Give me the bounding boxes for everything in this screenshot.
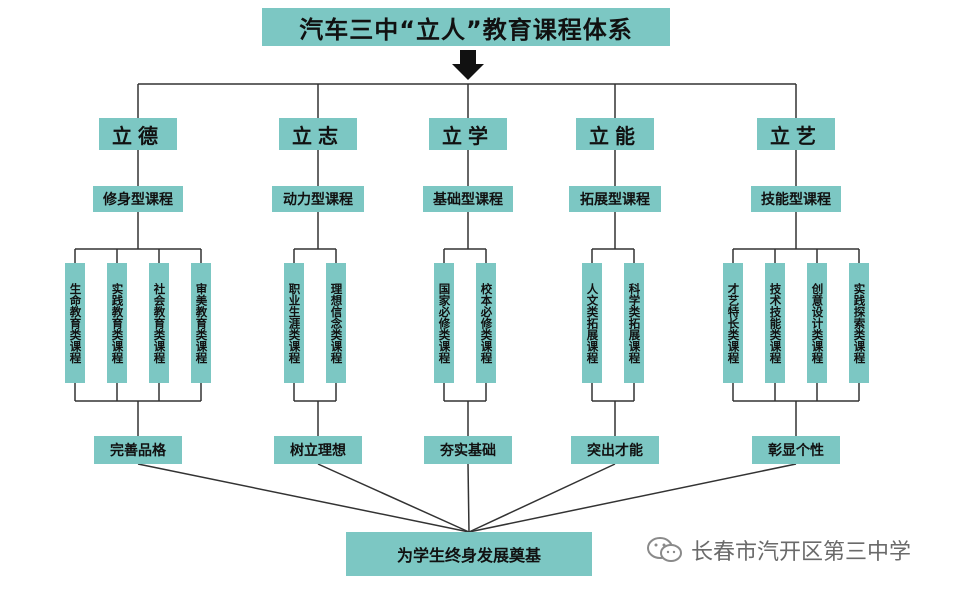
bottom-goal-box: 为学生终身发展奠基: [346, 532, 592, 576]
pillar-box: 立志: [279, 118, 357, 150]
pillar-box: 立德: [99, 118, 177, 150]
course-type-box: 基础型课程: [423, 186, 513, 212]
course-box: 才艺特长类课程: [723, 263, 743, 383]
course-box: 生命教育类课程: [65, 263, 85, 383]
goal-box: 突出才能: [571, 436, 659, 464]
watermark-text: 长春市汽开区第三中学: [691, 540, 912, 565]
goal-convergence-line: [468, 463, 797, 533]
pillar-box: 立学: [429, 118, 507, 150]
course-box: 审美教育类课程: [191, 263, 211, 383]
wechat-icon: [647, 537, 682, 562]
course-box: 人文类拓展课程: [582, 263, 602, 383]
course-type-box: 动力型课程: [272, 186, 364, 212]
pillar-box: 立艺: [757, 118, 835, 150]
down-arrow-icon: [452, 50, 484, 80]
pillar-box: 立能: [576, 118, 654, 150]
course-box: 实践探索类课程: [849, 263, 869, 383]
goal-box: 完善品格: [94, 436, 182, 464]
goal-convergence-line: [467, 463, 470, 533]
watermark: 长春市汽开区第三中学: [645, 534, 911, 566]
course-box: 社会教育类课程: [149, 263, 169, 383]
course-type-box: 拓展型课程: [569, 186, 661, 212]
goal-convergence-line: [317, 463, 470, 533]
course-box: 国家必修类课程: [434, 263, 454, 383]
course-box: 实践教育类课程: [107, 263, 127, 383]
goal-box: 彰显个性: [752, 436, 840, 464]
goal-box: 夯实基础: [424, 436, 512, 464]
course-box: 创意设计类课程: [807, 263, 827, 383]
course-type-box: 修身型课程: [93, 186, 183, 212]
course-type-box: 技能型课程: [751, 186, 841, 212]
course-box: 科学类拓展课程: [624, 263, 644, 383]
course-box: 理想信念类课程: [326, 263, 346, 383]
goal-convergence-line: [137, 463, 470, 533]
goal-box: 树立理想: [274, 436, 362, 464]
course-box: 技术技能类课程: [765, 263, 785, 383]
goal-convergence-line: [468, 463, 616, 533]
course-box: 职业生涯类课程: [284, 263, 304, 383]
course-box: 校本必修类课程: [476, 263, 496, 383]
diagram-title: 汽车三中“立人”教育课程体系: [262, 8, 670, 46]
